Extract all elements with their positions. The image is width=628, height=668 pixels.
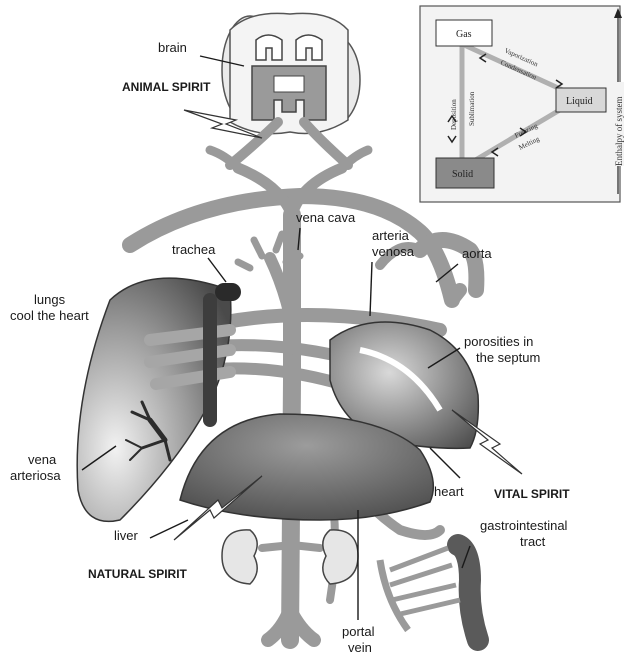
- arteria-venosa-label-line1: arteria: [372, 228, 410, 243]
- arteria-venosa-label-line2: venosa: [372, 244, 415, 259]
- porosities-label-line1: porosities in: [464, 334, 533, 349]
- animal-spirit-label: ANIMAL SPIRIT: [122, 80, 211, 94]
- phase-inset: Gas Liquid Solid Vaporization Condensati…: [420, 6, 624, 202]
- solid-label: Solid: [452, 169, 473, 180]
- trachea-label: trachea: [172, 242, 216, 257]
- portal-vein-label-line2: vein: [348, 640, 372, 655]
- liquid-label: Liquid: [566, 96, 593, 107]
- brain-label: brain: [158, 40, 187, 55]
- sublimation-label: Sublimation: [468, 91, 476, 126]
- gi-tract: [380, 545, 478, 640]
- vena-cava-label: vena cava: [296, 210, 356, 225]
- aorta-label: aorta: [462, 246, 492, 261]
- vena-arteriosa-label-line2: arteriosa: [10, 468, 61, 483]
- kidney-right: [323, 530, 358, 584]
- liver-label: liver: [114, 528, 139, 543]
- natural-spirit-label: NATURAL SPIRIT: [88, 567, 188, 581]
- gi-tract-label-line2: tract: [520, 534, 546, 549]
- gi-tract-label-line1: gastrointestinal: [480, 518, 568, 533]
- lungs-label-line1: lungs: [34, 292, 66, 307]
- heart-label: heart: [434, 484, 464, 499]
- vena-arteriosa-label-line1: vena: [28, 452, 57, 467]
- portal-vein-label-line1: portal: [342, 624, 375, 639]
- enthalpy-axis-label: Enthalpy of system: [614, 97, 624, 167]
- deposition-label: Deposition: [450, 99, 458, 130]
- vital-spirit-label: VITAL SPIRIT: [494, 487, 570, 501]
- lungs-label-line2: cool the heart: [10, 308, 89, 323]
- brain-shape: [222, 13, 360, 133]
- kidney-left: [222, 530, 257, 584]
- gas-label: Gas: [456, 29, 472, 40]
- porosities-label-line2: the septum: [476, 350, 540, 365]
